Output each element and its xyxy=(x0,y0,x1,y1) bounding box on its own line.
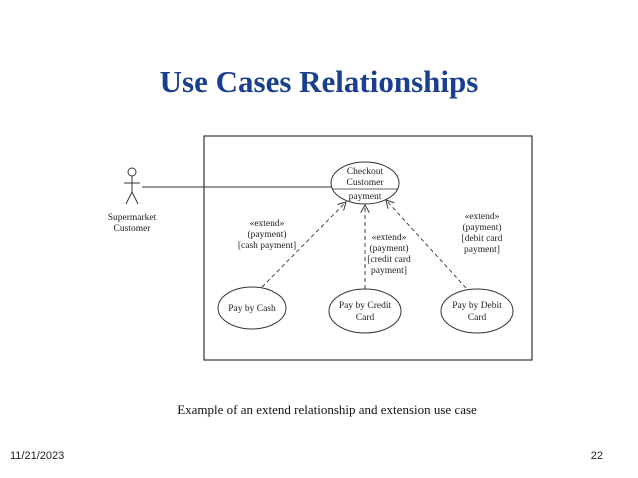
use-case-name-line: Card xyxy=(356,313,375,323)
slide-page-number: 22 xyxy=(590,450,603,462)
actor-label-line: Customer xyxy=(114,224,152,234)
extend-label-line: payment] xyxy=(464,245,500,255)
extend-arrow xyxy=(386,200,467,289)
extend-label-line: payment] xyxy=(371,266,407,276)
use-case-name-line: Customer xyxy=(347,178,385,188)
use-case-name-line: Card xyxy=(468,313,487,323)
use-case-pay-by-credit-card xyxy=(328,288,402,334)
extension-point-label: payment xyxy=(349,192,382,202)
extend-arrow xyxy=(261,202,346,288)
use-case-name-line: Pay by Cash xyxy=(228,304,276,314)
extend-label-line: (payment) xyxy=(247,229,286,240)
extend-label-line: [debit card xyxy=(462,234,503,244)
use-case-name-line: Checkout xyxy=(347,167,384,177)
use-case-name-line: Pay by Debit xyxy=(452,301,502,311)
extend-label-line: «extend» xyxy=(250,219,285,229)
slide-title: Use Cases Relationships xyxy=(159,64,479,99)
extend-label-line: «extend» xyxy=(372,233,407,243)
use-case-name-line: Pay by Credit xyxy=(339,301,392,311)
extend-label-line: (payment) xyxy=(462,222,501,233)
system-boundary xyxy=(203,135,533,361)
extend-label-line: (payment) xyxy=(369,243,408,254)
figure-caption-text: Example of an extend relationship and ex… xyxy=(177,402,477,417)
use-case-pay-by-debit-card xyxy=(440,288,514,334)
slide-date: 11/21/2023 xyxy=(10,450,65,462)
extend-label-line: «extend» xyxy=(465,212,500,222)
extend-label-line: [credit card xyxy=(367,255,411,265)
extend-label-line: [cash payment] xyxy=(238,241,296,251)
figure-caption: Example of an extend relationship and ex… xyxy=(0,402,638,418)
actor-label-line: Supermarket xyxy=(108,213,157,223)
use-case-pay-by-cash xyxy=(217,286,287,330)
actor-stick-figure xyxy=(124,167,140,205)
